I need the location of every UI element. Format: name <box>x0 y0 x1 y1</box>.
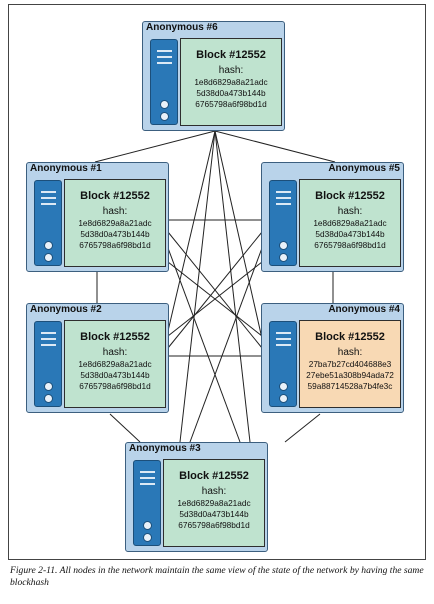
hash-line-3: 59a88714528a7b4fe3c <box>307 381 393 391</box>
hash-line-2: 5d38d0a473b144b <box>179 509 249 519</box>
hash-line-2: 5d38d0a473b144b <box>80 229 150 239</box>
hash-line-2: 5d38d0a473b144b <box>80 370 150 380</box>
link-5-2 <box>167 231 263 349</box>
link-5-2b <box>167 261 263 337</box>
hash-label: hash: <box>102 206 128 217</box>
node-label: Anonymous #6 <box>146 22 218 33</box>
block-card: Block #12552 hash: 1e8d6829a8a21adc 5d38… <box>64 320 166 408</box>
hash-line-3: 6765798a6f98bd1d <box>79 381 151 391</box>
hash-line-1: 1e8d6829a8a21adc <box>177 498 251 508</box>
link-6-2 <box>159 130 216 366</box>
block-title: Block #12552 <box>80 190 150 202</box>
hash-line-2: 5d38d0a473b144b <box>315 229 385 239</box>
hash-label: hash: <box>337 347 363 358</box>
link-1-3 <box>167 247 241 443</box>
server-icon <box>34 321 62 407</box>
block-card: Block #12552 hash: 1e8d6829a8a21adc 5d38… <box>299 179 401 267</box>
node-anonymous-1: Anonymous #1 Block #12552 hash: 1e8d6829… <box>26 162 169 272</box>
hash-line-1: 1e8d6829a8a21adc <box>78 359 152 369</box>
link-2-3 <box>109 413 141 443</box>
node-anonymous-6: Anonymous #6 Block #12552 hash: 1e8d6829… <box>142 21 285 131</box>
block-card: Block #12552 hash: 1e8d6829a8a21adc 5d38… <box>163 459 265 547</box>
link-6-5 <box>214 130 336 163</box>
block-title: Block #12552 <box>80 331 150 343</box>
node-anonymous-4: Anonymous #4 Block #12552 hash: 27ba7b27… <box>261 303 404 413</box>
hash-label: hash: <box>337 206 363 217</box>
node-label: Anonymous #3 <box>129 443 201 454</box>
server-icon <box>133 460 161 546</box>
block-title: Block #12552 <box>315 190 385 202</box>
block-title: Block #12552 <box>179 470 249 482</box>
server-icon <box>34 180 62 266</box>
server-icon <box>269 180 297 266</box>
node-anonymous-2: Anonymous #2 Block #12552 hash: 1e8d6829… <box>26 303 169 413</box>
hash-line-3: 6765798a6f98bd1d <box>178 520 250 530</box>
node-anonymous-3: Anonymous #3 Block #12552 hash: 1e8d6829… <box>125 442 268 552</box>
block-card-divergent: Block #12552 hash: 27ba7b27cd404688e3 27… <box>299 320 401 408</box>
hash-line-2: 5d38d0a473b144b <box>196 88 266 98</box>
block-card: Block #12552 hash: 1e8d6829a8a21adc 5d38… <box>180 38 282 126</box>
node-label: Anonymous #4 <box>328 304 400 315</box>
hash-line-1: 1e8d6829a8a21adc <box>313 218 387 228</box>
block-title: Block #12552 <box>196 49 266 61</box>
hash-label: hash: <box>201 486 227 497</box>
link-5-3 <box>189 247 263 443</box>
block-card: Block #12552 hash: 1e8d6829a8a21adc 5d38… <box>64 179 166 267</box>
server-icon <box>150 39 178 125</box>
server-icon <box>269 321 297 407</box>
hash-line-1: 27ba7b27cd404688e3 <box>308 359 392 369</box>
figure-caption: Figure 2-11. All nodes in the network ma… <box>10 565 424 588</box>
link-6-3b <box>214 130 251 443</box>
link-6-4 <box>214 130 269 366</box>
block-title: Block #12552 <box>315 331 385 343</box>
hash-label: hash: <box>102 347 128 358</box>
hash-line-3: 6765798a6f98bd1d <box>79 240 151 250</box>
hash-label: hash: <box>218 65 244 76</box>
hash-line-3: 6765798a6f98bd1d <box>195 99 267 109</box>
node-anonymous-5: Anonymous #5 Block #12552 hash: 1e8d6829… <box>261 162 404 272</box>
hash-line-2: 27ebe51a308b94ada72 <box>306 370 394 380</box>
link-4-3 <box>284 413 321 443</box>
link-6-3a <box>179 130 216 443</box>
node-label: Anonymous #2 <box>30 304 102 315</box>
node-label: Anonymous #5 <box>328 163 400 174</box>
hash-line-1: 1e8d6829a8a21adc <box>78 218 152 228</box>
node-label: Anonymous #1 <box>30 163 102 174</box>
hash-line-1: 1e8d6829a8a21adc <box>194 77 268 87</box>
link-6-1 <box>94 130 216 163</box>
hash-line-3: 6765798a6f98bd1d <box>314 240 386 250</box>
